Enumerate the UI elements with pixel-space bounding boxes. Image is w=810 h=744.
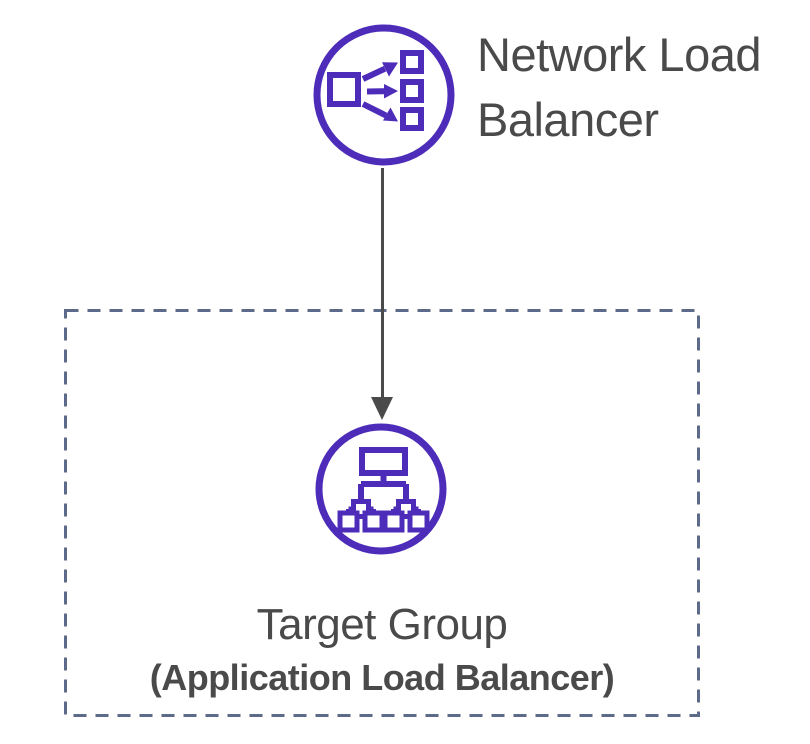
down-arrowhead-icon xyxy=(371,397,393,420)
target-group-label-block: Target Group (Application Load Balancer) xyxy=(64,597,700,703)
connector-arrow-line xyxy=(381,168,384,398)
network-load-balancer-label: Network Load Balancer xyxy=(477,28,762,146)
target-group-sublabel: (Application Load Balancer) xyxy=(149,657,615,698)
target-group-icon xyxy=(315,423,447,555)
network-load-balancer-icon xyxy=(313,24,455,166)
target-group-label: Target Group xyxy=(256,600,508,649)
